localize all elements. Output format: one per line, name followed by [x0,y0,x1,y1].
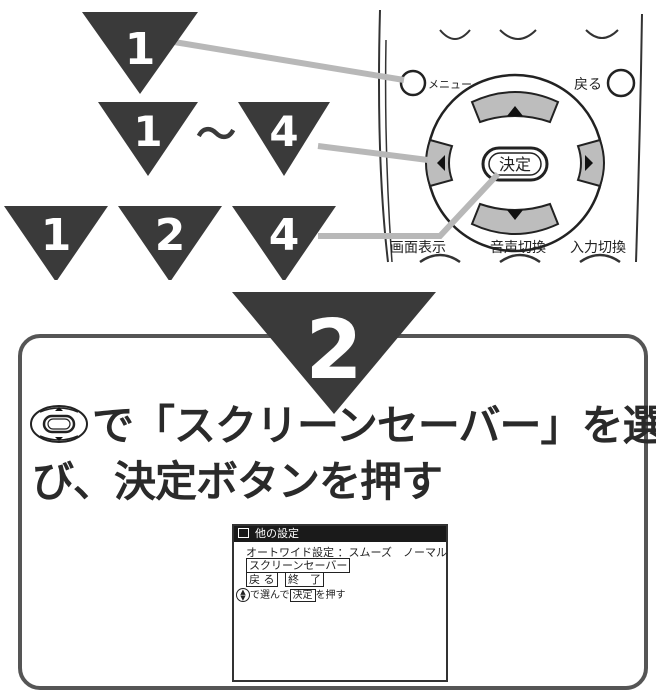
osd-buttons-row: 戻 る 終 了 [246,572,324,587]
osd-row-autowide-label: オートワイド設定 [246,546,334,559]
osd-hint: ▲▼で選んで決定を押す [236,588,346,602]
connector-line-enter [318,171,501,239]
step-triangle-range-start [98,102,198,176]
back-button [606,68,636,98]
up-arrow-icon [507,106,523,116]
down-arrow-icon [507,210,523,220]
osd-title-bar: 他の設定 [234,526,446,542]
osd-row-screensaver-label: スクリーンセーバー [246,558,351,573]
osd-end-button[interactable]: 終 了 [285,572,324,587]
remote-control: 1 1 4 1 2 4 〜 メニュー 戻る 決定 画面表示 音声切換 入力切換 [4,9,643,280]
osd-screen: 他の設定 オートワイド設定 ：スムーズ ノーマル スクリーンセーバー 戻 る 終… [232,524,448,682]
step-number-seq-3: 4 [269,210,300,261]
connector-line-dpad [317,143,429,163]
step-triangle-top [82,12,198,94]
menu-button [399,69,427,97]
bottom-label-input: 入力切換 [570,240,626,256]
bottom-label-display: 画面表示 [390,240,446,256]
osd-hint-key: 決定 [289,589,316,602]
step-range-separator: 〜 [196,112,236,158]
step-number-top: 1 [125,24,156,75]
updown-enter-icon [30,405,88,443]
main-step-marker: 2 [232,292,436,414]
back-label: 戻る [574,77,602,93]
settings-icon [238,528,249,538]
instruction-line-2: び、決定ボタンを押す [32,457,443,506]
step-number-main: 2 [305,303,362,398]
osd-hint-pre: で選んで [250,590,290,601]
step-triangle-seq-1 [4,206,108,280]
updown-icon: ▲▼ [236,588,250,602]
osd-hint-post: を押す [315,590,346,601]
bottom-label-audio: 音声切換 [490,239,546,256]
step-number-seq-1: 1 [41,210,72,261]
menu-label: メニュー [428,78,472,91]
step-triangle-range-end [238,102,330,176]
osd-title: 他の設定 [255,527,299,540]
step-number-range-start: 1 [133,107,162,156]
osd-back-button[interactable]: 戻 る [246,572,278,587]
step-triangle-seq-2 [118,206,222,280]
osd-row-screensaver[interactable]: スクリーンセーバー [246,558,351,573]
step-triangle-main [232,292,436,414]
connector-line-menu [161,37,405,83]
step-number-range-end: 4 [269,107,298,156]
osd-row-autowide-value: ：スムーズ ノーマル [337,546,447,559]
instruction-line-1: で「スクリーンセーバー」を選 [92,401,656,450]
left-arrow-icon [437,155,445,171]
osd-row-autowide[interactable]: オートワイド設定 ：スムーズ ノーマル [246,546,447,559]
step-number-seq-2: 2 [155,210,186,261]
enter-label: 決定 [499,155,531,174]
right-arrow-icon [585,155,593,171]
step-triangle-seq-3 [232,206,336,280]
